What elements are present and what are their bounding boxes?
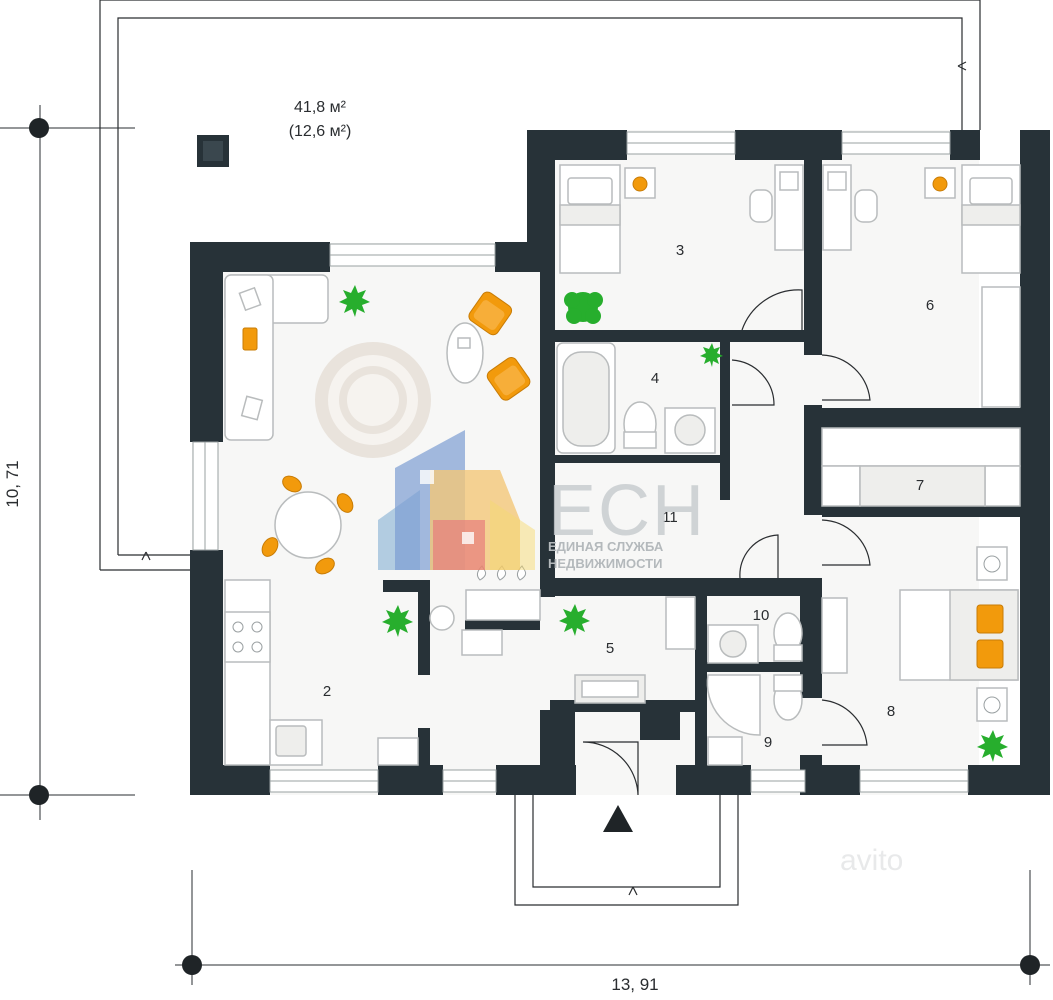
room-label-7: 7 — [916, 477, 924, 494]
watermark-logo — [378, 430, 535, 570]
dimension-vertical: 10, 71 — [0, 105, 135, 820]
room-8-furniture — [821, 546, 1019, 762]
bathroom-10-9-fixtures — [706, 612, 803, 766]
living-room-furniture — [224, 274, 531, 575]
terrace — [99, 0, 981, 571]
plant-icon — [339, 285, 370, 317]
room-5-furniture — [559, 596, 696, 704]
plant-icon — [382, 605, 413, 637]
room-label-2: 2 — [323, 683, 331, 700]
bathroom-4-fixtures — [556, 342, 723, 454]
watermark-line1: ЕДИНАЯ СЛУЖБА — [548, 539, 664, 554]
cushion-orange — [242, 327, 258, 351]
room-3-furniture — [559, 164, 804, 324]
watermark-letters: ЕСН — [548, 471, 706, 551]
kitchen-furniture — [224, 565, 541, 766]
room-label-5: 5 — [606, 640, 614, 657]
corner-watermark: avito — [840, 844, 903, 877]
porch — [514, 795, 739, 906]
watermark-line2: НЕДВИЖИМОСТИ — [548, 556, 662, 571]
plant-icon — [700, 343, 723, 367]
walls — [190, 130, 1050, 795]
room-label-9: 9 — [764, 734, 772, 751]
room-label-4: 4 — [651, 370, 659, 387]
dimension-width: 13, 91 — [611, 975, 658, 994]
terrace-area: 41,8 м² — [294, 99, 347, 116]
doors — [582, 289, 871, 796]
windows — [192, 131, 969, 793]
room-label-11: 11 — [662, 509, 678, 526]
room-6-furniture — [822, 164, 1021, 408]
entrance-arrow-icon — [603, 805, 633, 832]
room-label-3: 3 — [676, 242, 684, 259]
room-label-6: 6 — [926, 297, 934, 314]
dimension-horizontal: 13, 91 — [175, 870, 1050, 994]
plant-icon — [559, 604, 590, 636]
room-label-8: 8 — [887, 703, 895, 720]
plant-icon — [977, 730, 1008, 762]
room-labels: 2 3 4 5 6 7 8 9 10 11 — [323, 242, 934, 751]
wardrobe-7 — [821, 427, 1021, 507]
dimension-height: 10, 71 — [3, 460, 22, 507]
room-label-10: 10 — [753, 607, 770, 624]
terrace-area-sub: (12,6 м²) — [289, 123, 352, 140]
